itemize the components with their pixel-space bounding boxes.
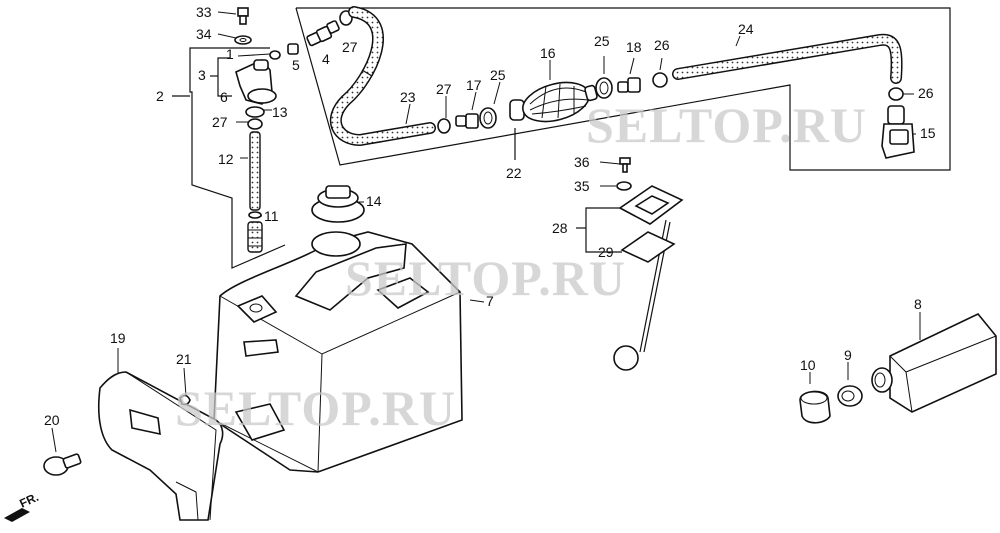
label-14: 14: [366, 193, 382, 209]
front-marker: FR.: [4, 490, 41, 522]
group-bracket-28: [576, 207, 630, 253]
tank-cap-14-icon: [311, 185, 365, 223]
connector-18-icon: [617, 77, 641, 93]
fuel-container-8-icon: [871, 313, 997, 413]
washer-35-icon: [616, 181, 632, 191]
label-26-right: 26: [918, 85, 934, 101]
label-10: 10: [800, 357, 816, 373]
label-20: 20: [44, 412, 60, 428]
bolt-33-icon: [237, 7, 249, 25]
label-9: 9: [844, 347, 852, 363]
watermark-top: SELTOP.RU: [586, 97, 867, 153]
label-34: 34: [196, 26, 212, 42]
fuel-tank-7-icon: [213, 231, 463, 473]
adapter-9-icon: [837, 385, 863, 407]
label-7: 7: [486, 293, 494, 309]
label-27-mid: 27: [436, 81, 452, 97]
clip-27-left-icon: [247, 118, 263, 130]
clip-25-left-icon: [479, 107, 497, 129]
label-8: 8: [914, 296, 922, 312]
label-18: 18: [626, 39, 642, 55]
label-12: 12: [218, 151, 234, 167]
label-25-right: 25: [594, 33, 610, 49]
gasket-29-icon: [620, 231, 676, 263]
label-1: 1: [226, 46, 234, 62]
group-bracket-2: [172, 47, 286, 269]
label-5: 5: [292, 57, 300, 73]
fuel-joint-6-icon: [235, 59, 277, 105]
label-4: 4: [322, 51, 330, 67]
tank-connector-15-icon: [881, 105, 915, 159]
label-11: 11: [264, 208, 279, 224]
label-28: 28: [552, 220, 568, 236]
label-36: 36: [574, 154, 590, 170]
label-2: 2: [156, 88, 164, 104]
clip-26-right-icon: [888, 87, 904, 101]
ring-11-icon: [248, 211, 262, 219]
connector-17-icon: [455, 113, 479, 129]
tank-cover-19-icon: [97, 371, 224, 521]
clip-26-mid-icon: [652, 72, 668, 88]
label-23: 23: [400, 89, 416, 105]
watermark-middle: SELTOP.RU: [345, 250, 626, 306]
label-29: 29: [598, 244, 614, 260]
label-21: 21: [176, 351, 192, 367]
clip-21-icon: [179, 394, 191, 406]
clip-27-mid-icon: [437, 118, 451, 134]
fuel-gauge-28-icon: [613, 185, 684, 371]
knob-20-icon: [43, 453, 82, 476]
o-ring-1-icon: [269, 50, 281, 60]
group-bracket-3: [210, 57, 232, 97]
label-27-top: 27: [342, 39, 358, 55]
label-27-left: 27: [212, 114, 228, 130]
label-16: 16: [540, 45, 556, 61]
strainer-icon: [247, 221, 263, 253]
pickup-tube-12-icon: [249, 131, 261, 211]
group-bracket-22: [295, 7, 951, 171]
label-13: 13: [272, 104, 288, 120]
hose-23-icon: [329, 6, 436, 147]
label-35: 35: [574, 178, 590, 194]
primer-bulb-16-icon: [509, 81, 598, 123]
label-26-mid: 26: [654, 37, 670, 53]
front-marker-label: FR.: [17, 490, 40, 511]
label-15: 15: [920, 125, 936, 141]
watermark-bottom: SELTOP.RU: [175, 380, 456, 436]
label-33: 33: [196, 4, 212, 20]
washer-13-icon: [245, 106, 265, 118]
label-3: 3: [198, 67, 206, 83]
seal-5-icon: [287, 43, 299, 55]
label-17: 17: [466, 77, 482, 93]
screw-36-icon: [619, 157, 631, 173]
washer-34-icon: [234, 35, 252, 45]
label-19: 19: [110, 330, 126, 346]
callout-labels: 33 34 1 5 3 2 6 13 27 12 11 4 27 23 27 1…: [44, 4, 936, 428]
connector-4-icon: [306, 20, 340, 47]
clip-25-right-icon: [595, 77, 613, 99]
label-25-left: 25: [490, 67, 506, 83]
label-22: 22: [506, 165, 522, 181]
cap-10-icon: [799, 390, 831, 424]
label-24: 24: [738, 21, 754, 37]
label-6: 6: [220, 89, 228, 105]
